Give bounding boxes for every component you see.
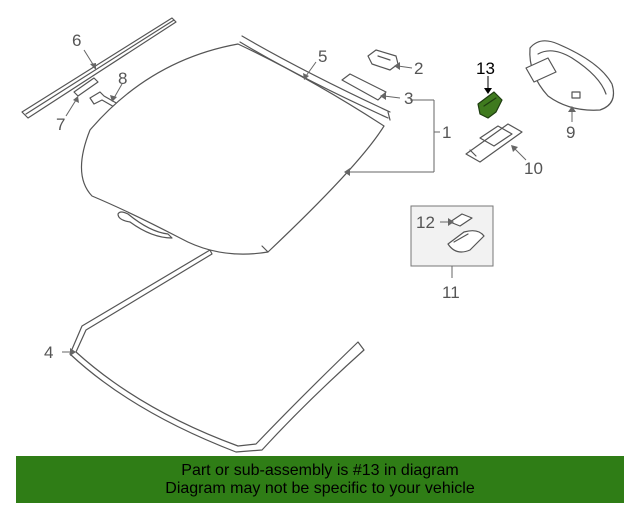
info-banner: Part or sub-assembly is #13 in diagram D… — [16, 456, 624, 503]
callout-8: 8 — [118, 69, 127, 88]
part-4-lower-molding[interactable] — [69, 249, 365, 453]
callout-9: 9 — [566, 123, 575, 142]
part-13-highlighted[interactable] — [477, 91, 503, 119]
callout-1: 1 — [442, 123, 451, 142]
banner-line-2: Diagram may not be specific to your vehi… — [165, 479, 475, 497]
leader-lines — [62, 49, 576, 356]
part-3-spacer[interactable] — [341, 73, 387, 101]
part-11-sensor — [447, 230, 485, 253]
part-7-clip[interactable] — [73, 77, 99, 97]
callout-13: 13 — [476, 59, 495, 78]
callout-7: 7 — [56, 115, 65, 134]
parts-diagram: 1 2 3 4 5 6 7 8 9 10 11 12 13 — [21, 17, 615, 453]
callout-10: 10 — [524, 159, 543, 178]
banner-line-1: Part or sub-assembly is #13 in diagram — [181, 461, 459, 479]
callout-11: 11 — [442, 283, 460, 302]
callout-labels: 1 2 3 4 5 6 7 8 9 10 11 12 13 — [44, 31, 575, 362]
callout-6: 6 — [72, 31, 81, 50]
part-9-rearview-mirror[interactable] — [525, 40, 615, 111]
callout-3: 3 — [404, 89, 413, 108]
part-2-bracket[interactable] — [367, 49, 399, 71]
callout-5: 5 — [318, 47, 327, 66]
part-6-roof-molding[interactable] — [21, 17, 177, 119]
part-11-kit-box[interactable] — [410, 205, 494, 267]
part-10-mirror-bracket[interactable] — [465, 123, 523, 163]
callout-2: 2 — [414, 59, 423, 78]
part-1-windshield-glass[interactable] — [80, 43, 385, 255]
part-12-pad — [449, 213, 473, 227]
callout-4: 4 — [44, 343, 53, 362]
callout-12: 12 — [416, 213, 435, 232]
